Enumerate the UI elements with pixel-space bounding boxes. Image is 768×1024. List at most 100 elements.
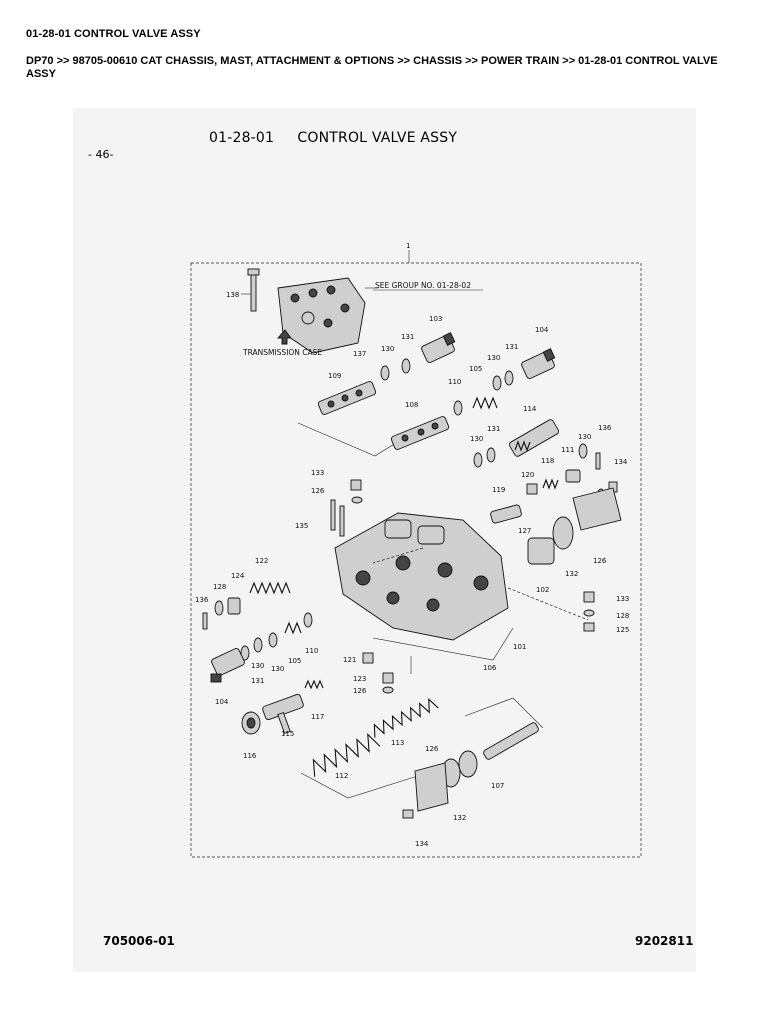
- callout-126-right: 126: [593, 557, 607, 565]
- plug-133-top: [350, 479, 362, 491]
- oring-130-c: [473, 452, 483, 468]
- page-number: - 46-: [88, 148, 114, 161]
- spring-122: [249, 581, 291, 595]
- spring-105-left: [284, 621, 302, 635]
- spring-117: [304, 679, 324, 690]
- callout-103: 103: [429, 315, 442, 323]
- callout-134-top: 134: [614, 458, 628, 466]
- assembly-boundary: [190, 262, 642, 858]
- oring-130-b: [492, 375, 502, 391]
- plug-124: [227, 597, 241, 615]
- callout-125-right: 125: [616, 626, 629, 634]
- callout-130-e: 130: [251, 662, 264, 670]
- callout-130-d: 130: [578, 433, 591, 441]
- exploded-view-drawing: 1 138 SEE GROUP NO. 01-28-02 TRANSMISSIO…: [190, 242, 642, 858]
- parts-diagram-sheet: 01-28-01 CONTROL VALVE ASSY - 46- 1 138 …: [73, 108, 696, 972]
- see-group-note: SEE GROUP NO. 01-28-02: [375, 281, 471, 290]
- callout-126-mid: 126: [353, 687, 367, 695]
- page-title: 01-28-01 CONTROL VALVE ASSY: [26, 28, 201, 40]
- washer-126-top: [351, 496, 363, 504]
- callout-126-top: 126: [311, 487, 325, 495]
- callout-136-left: 136: [195, 596, 209, 604]
- gasket-132-right: [552, 516, 574, 550]
- diagram-title: 01-28-01 CONTROL VALVE ASSY: [209, 130, 458, 146]
- callout-114: 114: [523, 405, 537, 413]
- washer-128-right: [583, 609, 595, 617]
- callout-128-left: 128: [213, 583, 226, 591]
- spool-108: [390, 416, 450, 450]
- callout-112: 112: [335, 772, 348, 780]
- callout-102: 102: [536, 586, 549, 594]
- callout-138: 138: [226, 291, 239, 299]
- plug-111: [565, 469, 581, 483]
- callout-106: 106: [483, 664, 497, 672]
- ring-131-a: [401, 358, 411, 374]
- callout-131-a: 131: [401, 333, 414, 341]
- washer-110-left: [303, 612, 313, 628]
- ring-131-d: [240, 645, 250, 661]
- transmission-case-part: [277, 277, 366, 354]
- transmission-case-note: TRANSMISSION CASE: [242, 348, 322, 357]
- plug-133-right: [583, 591, 595, 603]
- callout-122: 122: [255, 557, 268, 565]
- bolt-135-b: [339, 505, 345, 537]
- valve-104-top: [521, 348, 556, 379]
- callout-124: 124: [231, 572, 245, 580]
- spool-115: [262, 693, 304, 734]
- valve-114: [508, 419, 560, 457]
- bolt-138: [250, 272, 257, 312]
- ring-131-c: [486, 447, 496, 463]
- callout-120: 120: [521, 471, 534, 479]
- piston-102: [527, 537, 555, 565]
- callout-105-top: 105: [469, 365, 482, 373]
- callout-116: 116: [243, 752, 257, 760]
- callout-131-d: 131: [251, 677, 264, 685]
- callout-109: 109: [328, 372, 341, 380]
- piston-120: [526, 483, 538, 495]
- callout-130-c: 130: [470, 435, 483, 443]
- callout-105-left: 105: [288, 657, 301, 665]
- callout-118: 118: [541, 457, 554, 465]
- callout-115: 115: [281, 730, 294, 738]
- valve-body: [334, 512, 509, 641]
- callout-107: 107: [491, 782, 504, 790]
- oring-130-e: [253, 637, 263, 653]
- callout-104-top: 104: [535, 326, 549, 334]
- washer-126-mid: [382, 686, 394, 694]
- callout-1: 1: [406, 242, 410, 250]
- cover-plate-126: [572, 487, 622, 531]
- callout-131-c: 131: [487, 425, 500, 433]
- spool-109: [317, 381, 377, 415]
- drawing-number: 705006-01: [103, 934, 175, 948]
- callout-134-bottom: 134: [415, 840, 429, 848]
- callout-126-bottom: 126: [425, 745, 439, 753]
- callout-104-left: 104: [215, 698, 229, 706]
- breadcrumb: DP70 >> 98705-00610 CAT CHASSIS, MAST, A…: [26, 55, 718, 80]
- callout-127: 127: [518, 527, 531, 535]
- callout-133-top: 133: [311, 469, 324, 477]
- spring-105-top: [472, 396, 498, 410]
- oring-128-left: [214, 600, 224, 616]
- cover-plate-bottom: [414, 762, 449, 812]
- callout-117: 117: [311, 713, 324, 721]
- callout-133-right: 133: [616, 595, 629, 603]
- callout-130-a: 130: [381, 345, 394, 353]
- gasket-106: [372, 627, 514, 661]
- pin-136-left: [202, 612, 208, 630]
- callout-130-b: 130: [487, 354, 500, 362]
- oring-130-f: [268, 632, 278, 648]
- pin-136-right: [595, 452, 601, 470]
- callout-111: 111: [561, 446, 574, 454]
- callout-128-right: 128: [616, 612, 629, 620]
- callout-123: 123: [353, 675, 366, 683]
- callout-137: 137: [353, 350, 366, 358]
- callout-135: 135: [295, 522, 308, 530]
- valve-119: [490, 504, 522, 524]
- spring-118: [542, 478, 559, 490]
- callout-132-right: 132: [565, 570, 578, 578]
- callout-108: 108: [405, 401, 418, 409]
- valve-103: [421, 332, 456, 363]
- spring-112: [312, 732, 381, 777]
- callout-130-f: 130: [271, 665, 284, 673]
- callout-110-left: 110: [305, 647, 318, 655]
